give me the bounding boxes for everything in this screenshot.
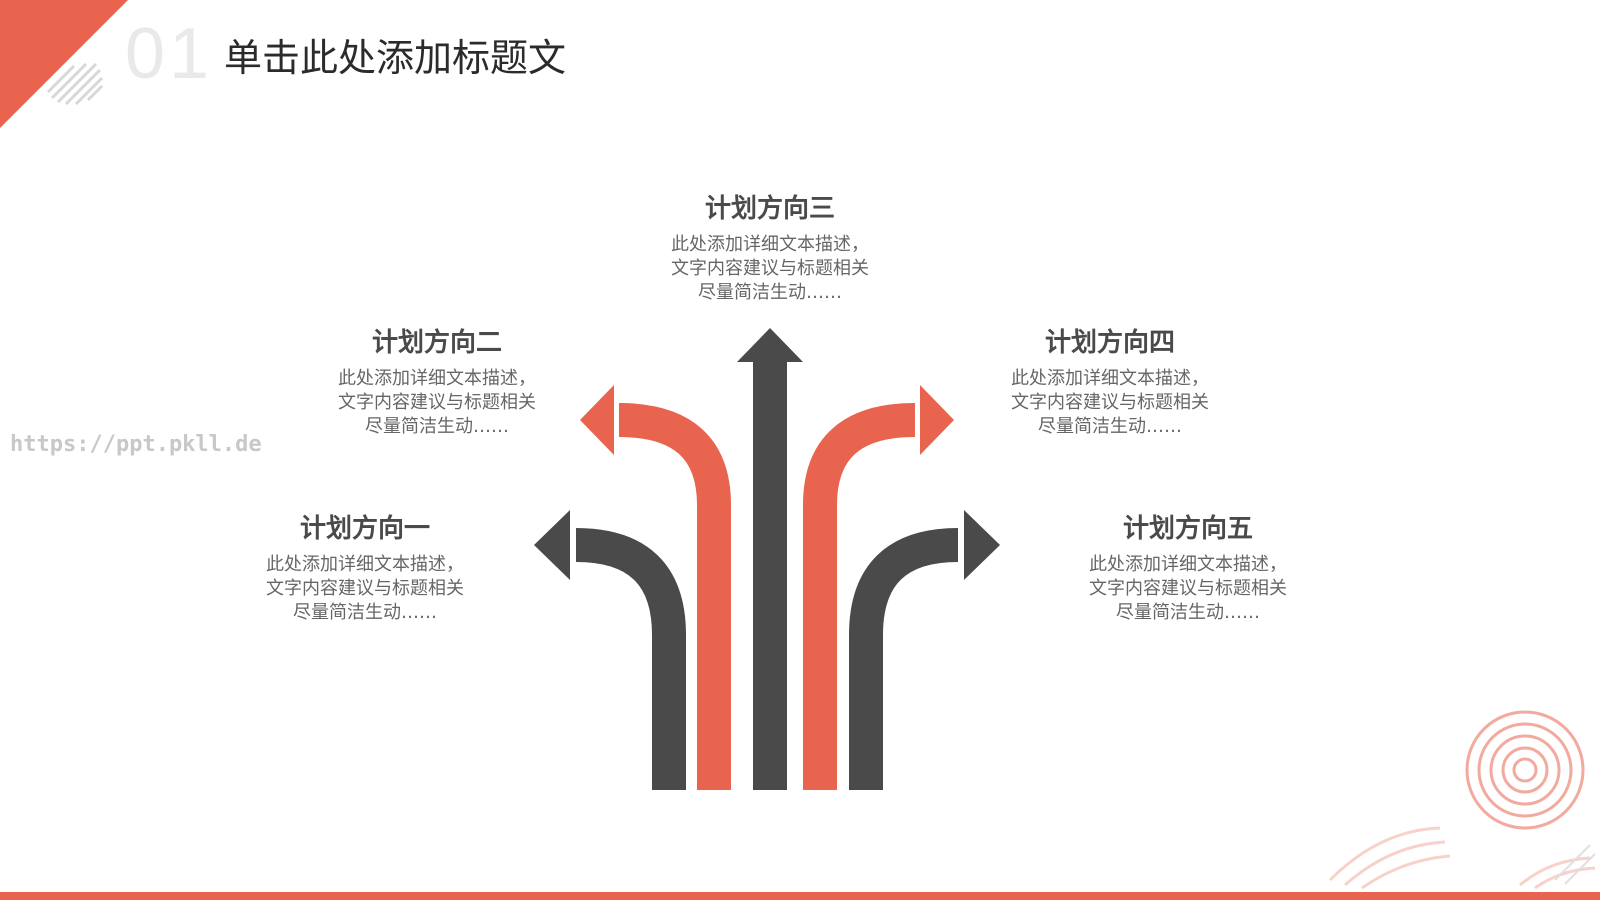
arrow-head-direction-one xyxy=(534,510,570,580)
direction-title: 计划方向一 xyxy=(299,514,430,544)
direction-block-one[interactable]: 计划方向一 此处添加详细文本描述， 文字内容建议与标题相关 尽量简洁生动…… xyxy=(240,508,490,625)
slide-number: 01 xyxy=(125,14,214,94)
direction-description: 此处添加详细文本描述， 文字内容建议与标题相关 尽量简洁生动…… xyxy=(671,234,869,303)
direction-description: 此处添加详细文本描述， 文字内容建议与标题相关 尽量简洁生动…… xyxy=(338,368,536,437)
arrow-head-direction-four xyxy=(920,385,954,455)
corner-decoration xyxy=(0,0,128,128)
direction-block-four[interactable]: 计划方向四 此处添加详细文本描述， 文字内容建议与标题相关 尽量简洁生动…… xyxy=(985,322,1235,439)
direction-block-five[interactable]: 计划方向五 此处添加详细文本描述， 文字内容建议与标题相关 尽量简洁生动…… xyxy=(1063,508,1313,625)
direction-block-three[interactable]: 计划方向三 此处添加详细文本描述， 文字内容建议与标题相关 尽量简洁生动…… xyxy=(645,188,895,305)
slide-title[interactable]: 单击此处添加标题文 xyxy=(224,36,567,80)
direction-description: 此处添加详细文本描述， 文字内容建议与标题相关 尽量简洁生动…… xyxy=(1089,554,1287,623)
arrow-direction-five xyxy=(849,528,959,790)
arrow-head-direction-five xyxy=(964,510,1000,580)
direction-description: 此处添加详细文本描述， 文字内容建议与标题相关 尽量简洁生动…… xyxy=(1011,368,1209,437)
concentric-circles-decoration xyxy=(1328,710,1596,890)
direction-title: 计划方向四 xyxy=(1044,328,1175,358)
arrow-head-direction-three xyxy=(737,328,803,362)
watermark-url: https://ppt.pkll.de xyxy=(10,432,262,457)
direction-title: 计划方向三 xyxy=(704,194,835,224)
direction-title: 计划方向二 xyxy=(371,328,502,358)
arrow-direction-two xyxy=(618,403,731,790)
arrow-head-direction-two xyxy=(580,385,614,455)
direction-block-two[interactable]: 计划方向二 此处添加详细文本描述， 文字内容建议与标题相关 尽量简洁生动…… xyxy=(312,322,562,439)
arrow-direction-one xyxy=(575,528,686,790)
direction-description: 此处添加详细文本描述， 文字内容建议与标题相关 尽量简洁生动…… xyxy=(266,554,464,623)
bottom-accent-bar xyxy=(0,892,1600,900)
direction-title: 计划方向五 xyxy=(1122,514,1253,544)
arrow-direction-four xyxy=(803,403,916,790)
